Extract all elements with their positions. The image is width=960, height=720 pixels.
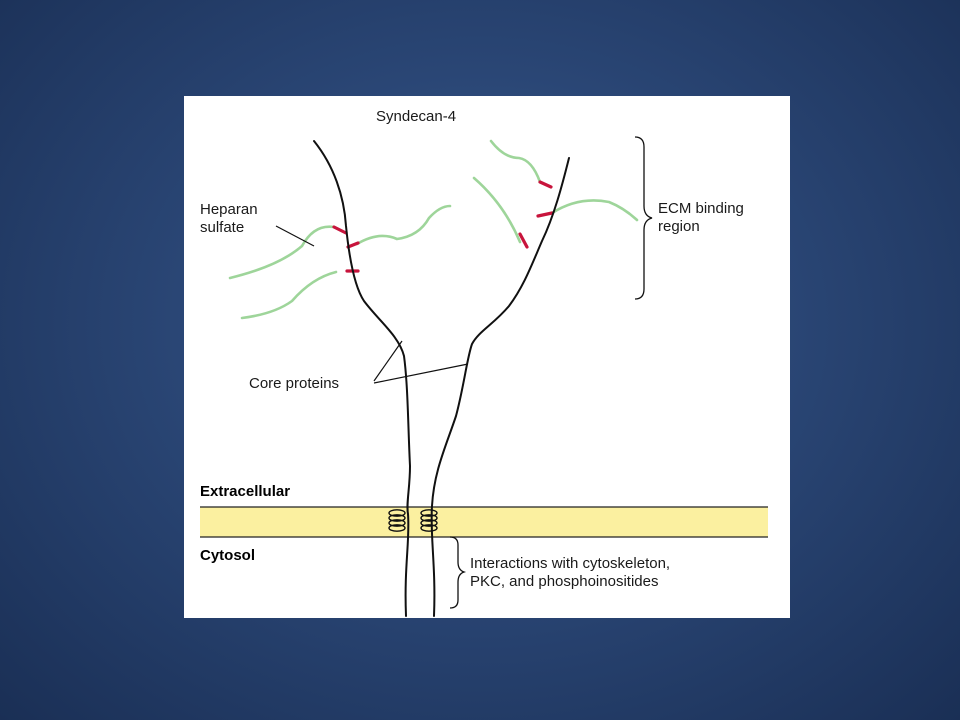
linkage-6 [518, 232, 529, 249]
core-protein-right [430, 157, 570, 617]
extracellular-label: Extracellular [200, 483, 290, 500]
diagram-title: Syndecan-4 [376, 108, 456, 125]
ecm-binding-label-line1: ECM binding [658, 200, 744, 217]
tm-coil-right-3 [420, 519, 438, 527]
core-proteins-label: Core proteins [249, 375, 339, 392]
tm-coil-right-2 [420, 514, 438, 522]
tm-coil-left-1 [388, 509, 406, 517]
interactions-label-line1: Interactions with cytoskeleton, [470, 555, 670, 572]
interactions-label-line2: PKC, and phosphoinositides [470, 573, 658, 590]
ecm-region-brace [634, 136, 653, 300]
linkage-2 [346, 241, 360, 249]
core-leader-line-right [373, 363, 469, 384]
heparan-sulfate-chain-3 [240, 270, 338, 320]
tm-coil-left-3 [388, 519, 406, 527]
tm-coil-left-4 [388, 524, 406, 532]
heparan-sulfate-chain-5 [472, 176, 522, 244]
heparan-leader-line [275, 225, 315, 247]
tm-coil-right-4 [420, 524, 438, 532]
syndecan-diagram: Syndecan-4 Heparan sulfate ECM binding r… [200, 108, 768, 617]
heparan-sulfate-chain-2 [355, 204, 452, 246]
plasma-membrane [200, 507, 768, 537]
tm-coil-right-1 [420, 509, 438, 517]
diagram-panel: Syndecan-4 Heparan sulfate ECM binding r… [184, 96, 790, 618]
linkage-5 [536, 211, 554, 218]
heparan-sulfate-chain-1 [228, 225, 336, 280]
heparan-sulfate-label-line1: Heparan [200, 201, 258, 218]
linkage-4 [538, 180, 553, 189]
linkage-1 [332, 225, 348, 235]
core-leader-line-left [373, 340, 403, 382]
heparan-sulfate-chain-6 [550, 199, 639, 222]
cytosol-label: Cytosol [200, 547, 255, 564]
ecm-binding-label-line2: region [658, 218, 700, 235]
heparan-sulfate-chain-4 [489, 139, 542, 184]
core-protein-left [313, 140, 412, 617]
cytosol-brace [449, 536, 467, 609]
heparan-sulfate-label-line2: sulfate [200, 219, 244, 236]
tm-coil-left-2 [388, 514, 406, 522]
